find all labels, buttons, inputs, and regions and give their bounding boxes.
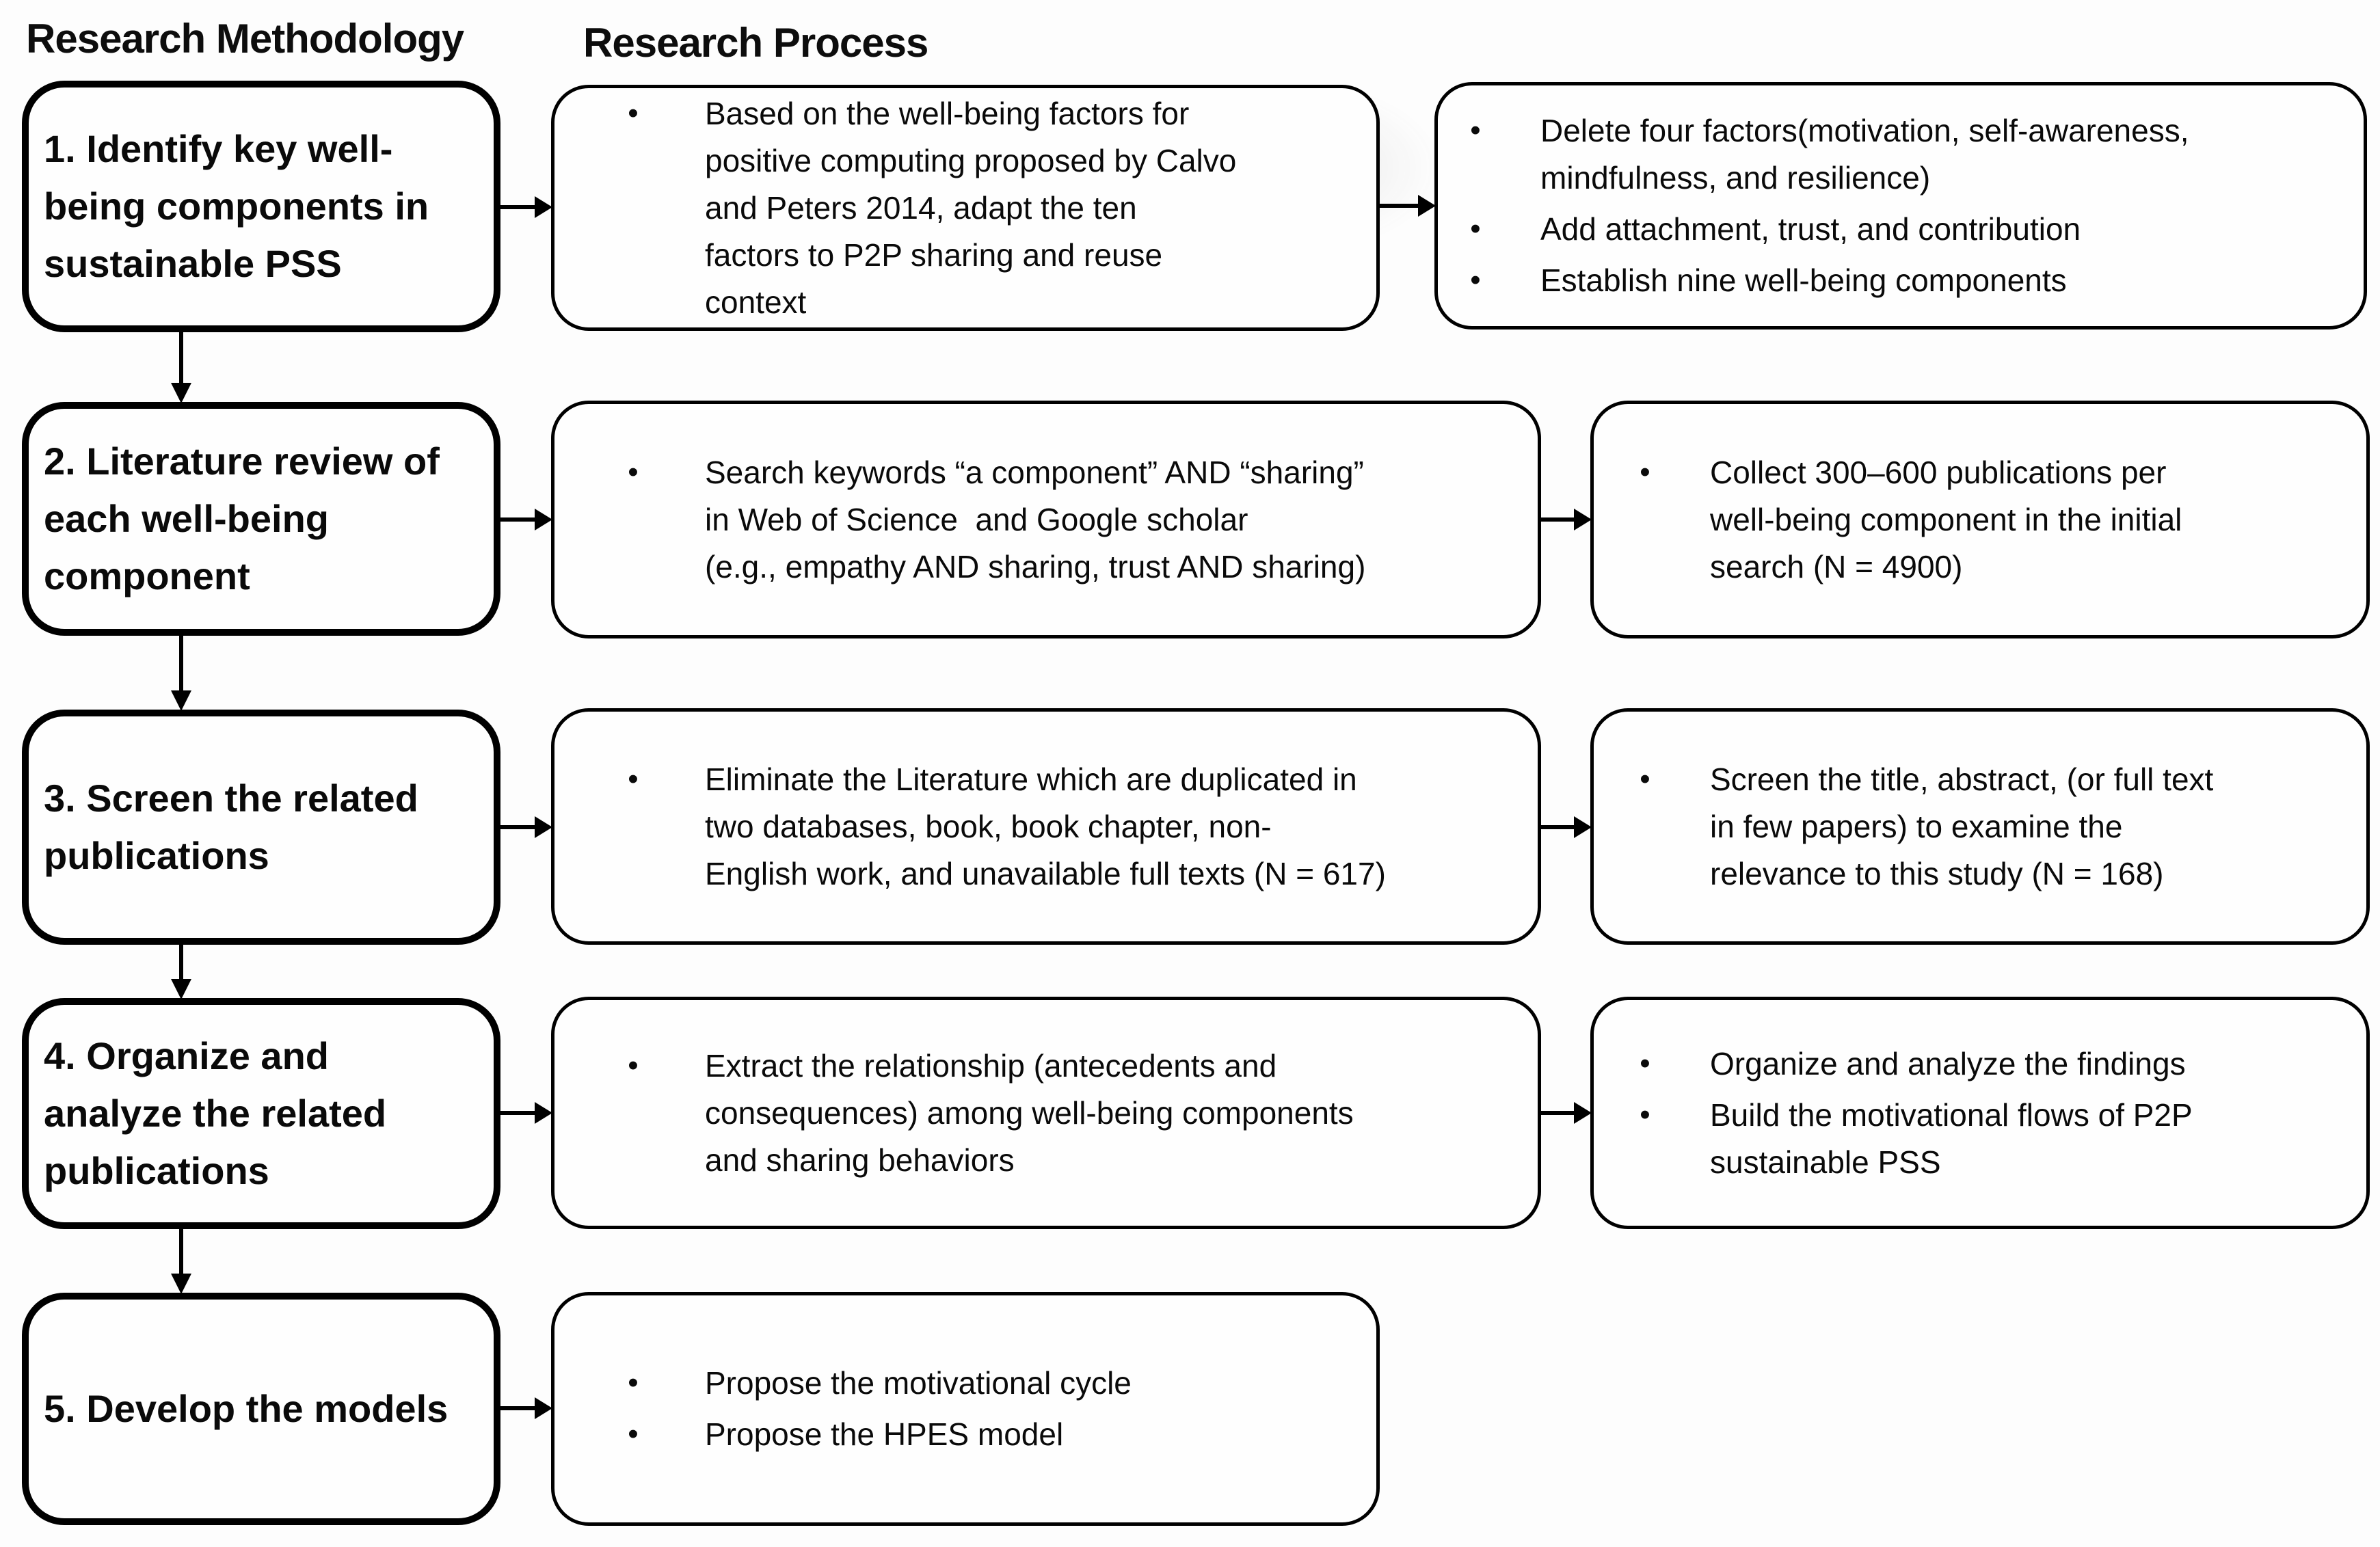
- list-item: • Collect 300–600 publications per well-…: [1594, 449, 2366, 591]
- outcome-box-4: • Organize and analyze the findings • Bu…: [1590, 997, 2370, 1229]
- step-box-4: 4. Organize and analyze the related publ…: [22, 998, 500, 1229]
- list-item: • Search keywords “a component” AND “sha…: [554, 449, 1538, 591]
- list-item: • Organize and analyze the findings: [1594, 1040, 2366, 1088]
- process-4-text: Extract the relationship (antecedents an…: [705, 1047, 1354, 1178]
- arrow-down-step1-step2: [171, 331, 191, 403]
- process-3-text: Eliminate the Literature which are dupli…: [705, 761, 1386, 891]
- list-item: • Extract the relationship (antecedents …: [554, 1042, 1538, 1184]
- list-item: • Based on the well-being factors for po…: [554, 90, 1376, 326]
- process-5-text-1: Propose the motivational cycle: [705, 1365, 1132, 1401]
- process-box-1: • Based on the well-being factors for po…: [551, 85, 1380, 331]
- list-item: • Establish nine well-being components: [1438, 257, 2364, 304]
- arrow-right-step1-process1: [498, 196, 552, 218]
- arrow-right-step2-process2: [498, 509, 552, 530]
- arrow-down-step2-step3: [171, 634, 191, 711]
- bullet-icon: •: [628, 1417, 639, 1451]
- bullet-icon: •: [1640, 1097, 1650, 1131]
- outcome-1-text-2: Add attachment, trust, and contribution: [1540, 211, 2081, 247]
- step-2-label: 2. Literature review of each well-being …: [44, 440, 440, 597]
- process-1-text: Based on the well-being factors for posi…: [705, 95, 1237, 320]
- outcome-4-text-1: Organize and analyze the findings: [1710, 1045, 2186, 1081]
- arrow-right-process1-outcome1: [1378, 195, 1436, 217]
- list-item: • Screen the title, abstract, (or full t…: [1594, 756, 2366, 898]
- list-item: • Build the motivational flows of P2P su…: [1594, 1092, 2366, 1186]
- outcome-box-1: • Delete four factors(motivation, self-a…: [1434, 82, 2367, 329]
- process-box-5: • Propose the motivational cycle • Propo…: [551, 1292, 1380, 1526]
- heading-research-methodology: Research Methodology: [26, 16, 464, 62]
- process-5-text-2: Propose the HPES model: [705, 1416, 1064, 1452]
- step-box-1: 1. Identify key well- being components i…: [22, 81, 500, 332]
- list-item: • Add attachment, trust, and contributio…: [1438, 206, 2364, 253]
- bullet-icon: •: [1640, 1046, 1650, 1080]
- outcome-3-text: Screen the title, abstract, (or full tex…: [1710, 761, 2214, 891]
- arrow-right-step4-process4: [498, 1102, 552, 1124]
- step-1-label: 1. Identify key well- being components i…: [44, 127, 429, 285]
- arrow-right-process2-outcome2: [1540, 509, 1592, 530]
- list-item: • Propose the HPES model: [554, 1411, 1376, 1458]
- outcome-4-text-2: Build the motivational flows of P2P sust…: [1710, 1097, 2193, 1180]
- step-4-label: 4. Organize and analyze the related publ…: [44, 1034, 387, 1192]
- process-box-2: • Search keywords “a component” AND “sha…: [551, 401, 1541, 638]
- process-2-text: Search keywords “a component” AND “shari…: [705, 454, 1366, 584]
- bullet-icon: •: [628, 1048, 639, 1082]
- outcome-box-2: • Collect 300–600 publications per well-…: [1590, 401, 2370, 638]
- bullet-icon: •: [1640, 762, 1650, 796]
- outcome-2-text: Collect 300–600 publications per well-be…: [1710, 454, 2182, 584]
- arrow-right-step3-process3: [498, 816, 552, 838]
- bullet-icon: •: [628, 455, 639, 489]
- outcome-box-3: • Screen the title, abstract, (or full t…: [1590, 708, 2370, 945]
- step-5-label: 5. Develop the models: [44, 1387, 449, 1430]
- list-item: • Eliminate the Literature which are dup…: [554, 756, 1538, 898]
- bullet-icon: •: [628, 96, 639, 130]
- list-item: • Delete four factors(motivation, self-a…: [1438, 107, 2364, 202]
- bullet-icon: •: [1640, 455, 1650, 489]
- bullet-icon: •: [628, 1366, 639, 1399]
- arrow-right-process4-outcome4: [1540, 1102, 1592, 1124]
- outcome-1-text-1: Delete four factors(motivation, self-awa…: [1540, 113, 2189, 196]
- step-box-2: 2. Literature review of each well-being …: [22, 402, 500, 636]
- arrow-right-process3-outcome3: [1540, 816, 1592, 838]
- outcome-1-text-3: Establish nine well-being components: [1540, 263, 2067, 298]
- step-box-3: 3. Screen the related publications: [22, 710, 500, 945]
- step-box-5: 5. Develop the models: [22, 1293, 500, 1525]
- bullet-icon: •: [1470, 263, 1481, 297]
- bullet-icon: •: [1470, 113, 1481, 147]
- arrow-down-step4-step5: [171, 1228, 191, 1294]
- arrow-down-step3-step4: [171, 943, 191, 999]
- bullet-icon: •: [1470, 212, 1481, 245]
- process-box-4: • Extract the relationship (antecedents …: [551, 997, 1541, 1229]
- bullet-icon: •: [628, 762, 639, 796]
- step-3-label: 3. Screen the related publications: [44, 777, 418, 877]
- list-item: • Propose the motivational cycle: [554, 1360, 1376, 1407]
- heading-research-process: Research Process: [583, 20, 928, 66]
- process-box-3: • Eliminate the Literature which are dup…: [551, 708, 1541, 945]
- arrow-right-step5-process5: [498, 1397, 552, 1419]
